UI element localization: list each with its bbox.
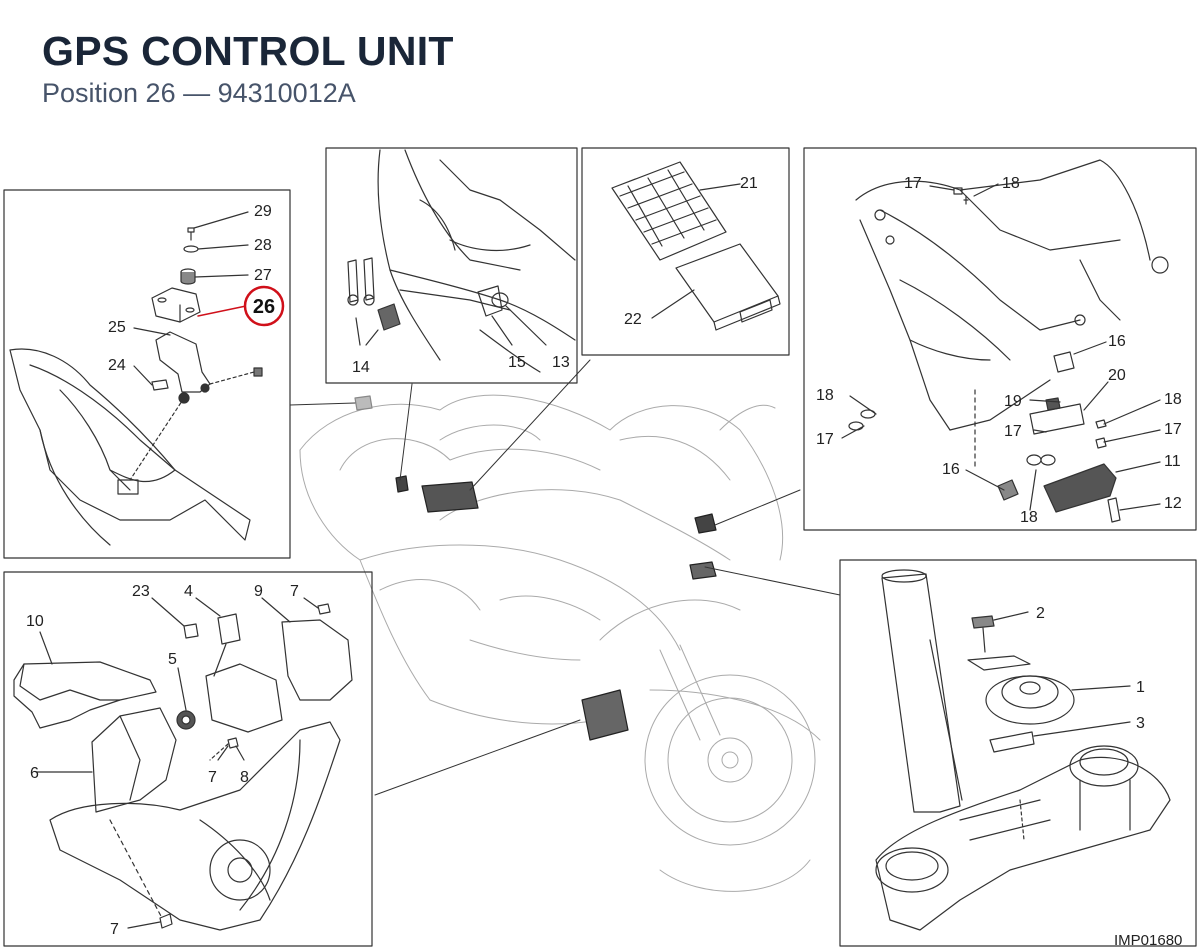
label-27: 27 xyxy=(254,267,272,284)
label-12: 12 xyxy=(1164,495,1182,512)
label-18: 18 xyxy=(1020,509,1038,526)
panel-ecu xyxy=(581,147,790,356)
bike-key-lock xyxy=(395,475,409,493)
label-9: 9 xyxy=(254,583,263,600)
drawing-code: IMP01680 xyxy=(1114,932,1183,949)
panel-front-frame xyxy=(803,147,1197,531)
bike-gps-unit xyxy=(354,395,373,411)
label-18: 18 xyxy=(1002,175,1020,192)
label-15: 15 xyxy=(508,354,526,371)
page-title: GPS CONTROL UNIT xyxy=(42,28,454,74)
label-18: 18 xyxy=(816,387,834,404)
label-14: 14 xyxy=(352,359,370,376)
label-19: 19 xyxy=(1004,393,1022,410)
label-17: 17 xyxy=(816,431,834,448)
label-6: 6 xyxy=(30,765,39,782)
label-7: 7 xyxy=(110,921,119,938)
label-25: 25 xyxy=(108,319,126,336)
label-5: 5 xyxy=(168,651,177,668)
label-16: 16 xyxy=(1108,333,1126,350)
label-28: 28 xyxy=(254,237,272,254)
panel-gps-mount xyxy=(3,189,291,559)
label-7: 7 xyxy=(208,769,217,786)
bike-valve-actuator xyxy=(581,689,629,741)
panel-horn xyxy=(839,559,1197,947)
panel-exhaust-valve xyxy=(3,571,373,947)
label-17: 17 xyxy=(1164,421,1182,438)
label-23: 23 xyxy=(132,583,150,600)
highlight-part-26: 26 xyxy=(243,285,285,327)
label-7: 7 xyxy=(290,583,299,600)
label-4: 4 xyxy=(184,583,193,600)
motorcycle-drawing xyxy=(299,394,821,892)
label-11: 11 xyxy=(1164,453,1181,470)
label-24: 24 xyxy=(108,357,126,374)
page-subtitle: Position 26 — 94310012A xyxy=(42,78,356,108)
label-16: 16 xyxy=(942,461,960,478)
label-17: 17 xyxy=(904,175,922,192)
label-20: 20 xyxy=(1108,367,1126,384)
label-3: 3 xyxy=(1136,715,1145,732)
bike-bracket xyxy=(694,513,717,534)
label-17: 17 xyxy=(1004,423,1022,440)
label-8: 8 xyxy=(240,769,249,786)
label-29: 29 xyxy=(254,203,272,220)
bike-ecu xyxy=(421,481,479,513)
label-21: 21 xyxy=(740,175,758,192)
label-1: 1 xyxy=(1136,679,1145,696)
label-10: 10 xyxy=(26,613,44,630)
callout-lines xyxy=(289,359,841,796)
label-13: 13 xyxy=(552,354,570,371)
label-22: 22 xyxy=(624,311,642,328)
label-2: 2 xyxy=(1036,605,1045,622)
label-18: 18 xyxy=(1164,391,1182,408)
panel-ignition-lock xyxy=(325,147,578,384)
highlight-label: 26 xyxy=(253,296,275,318)
bike-horn xyxy=(689,561,717,580)
